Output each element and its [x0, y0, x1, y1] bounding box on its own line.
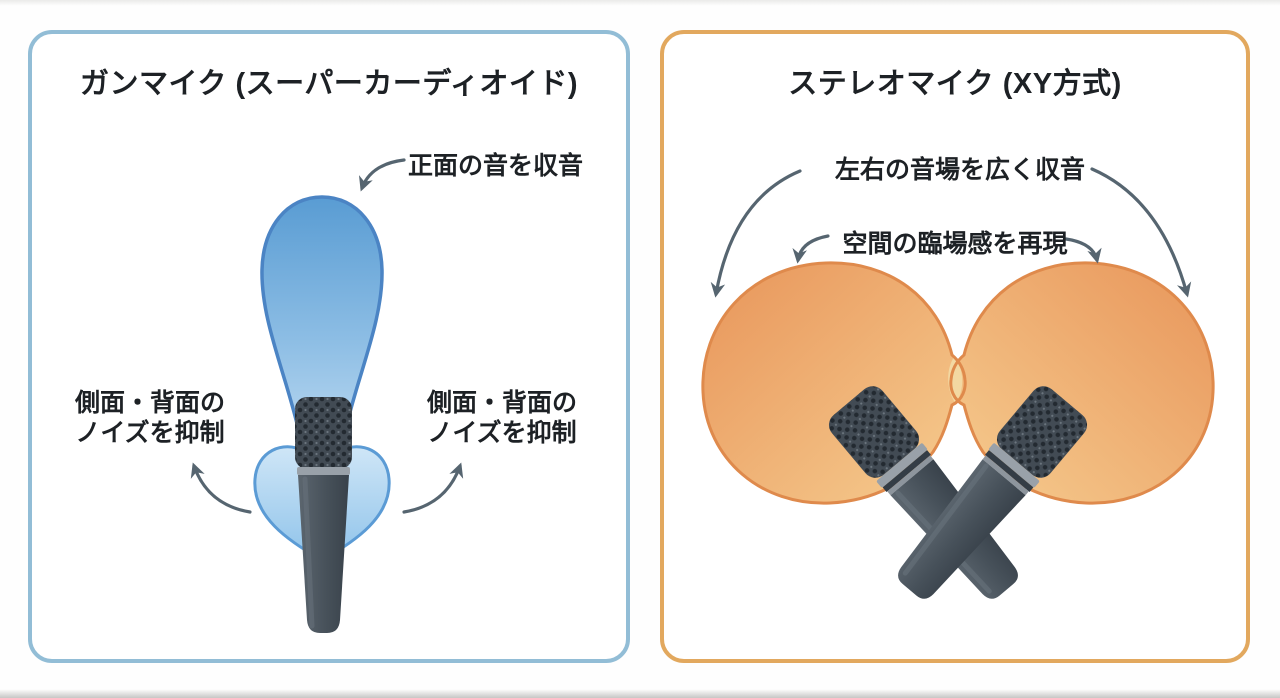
- label-side-noise-left-line2: ノイズを抑制: [75, 419, 225, 447]
- stereo-mic-panel: [660, 30, 1250, 663]
- top-edge-artifact: [0, 0, 1280, 6]
- stereo-panel-title: ステレオマイク (XY方式): [788, 68, 1122, 100]
- label-side-noise-left-line1: 側面・背面の: [74, 389, 225, 417]
- label-side-noise-right-line2: ノイズを抑制: [427, 419, 577, 447]
- label-side-noise-right: 側面・背面の ノイズを抑制: [407, 388, 597, 448]
- label-wide-stereo-field: 左右の音場を広く収音: [834, 156, 1085, 184]
- shotgun-mic-panel: [28, 30, 630, 663]
- label-side-noise-right-line1: 側面・背面の: [426, 389, 577, 417]
- bottom-edge-artifact: [0, 689, 1280, 698]
- label-spatial-presence: 空間の臨場感を再現: [842, 230, 1068, 258]
- label-side-noise-left: 側面・背面の ノイズを抑制: [55, 388, 245, 448]
- label-front-pickup: 正面の音を収音: [408, 152, 584, 180]
- shotgun-panel-title: ガンマイク (スーパーカーディオイド): [80, 68, 578, 100]
